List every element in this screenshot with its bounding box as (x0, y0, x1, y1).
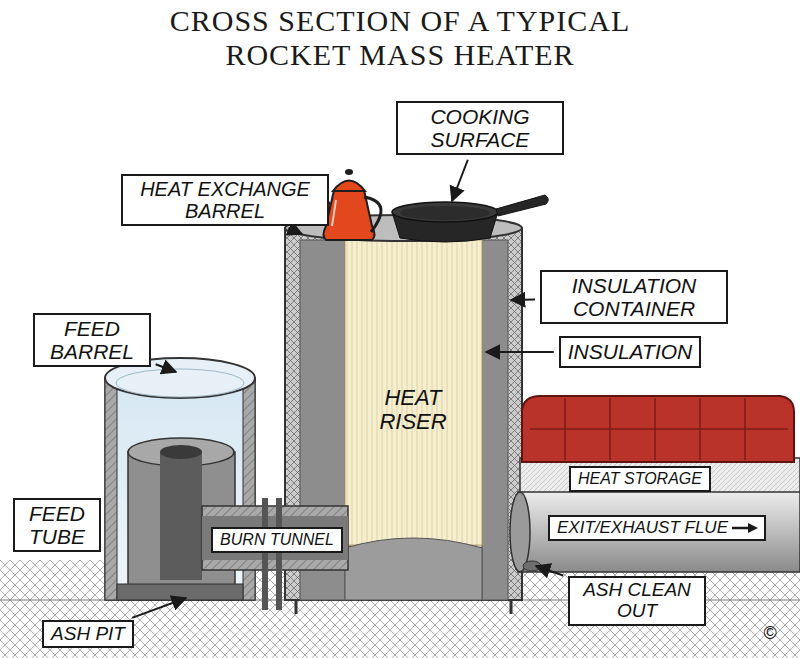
feed-tube-opening (160, 445, 202, 459)
flow-arrow-shaft (732, 527, 750, 530)
leader-arrow (156, 364, 176, 372)
copyright-mark: © (763, 624, 776, 644)
kettle-highlight (332, 200, 336, 226)
flow-arrow-head (748, 523, 758, 533)
skillet-pan (400, 206, 490, 220)
burn-tunnel-channel (202, 516, 348, 560)
kettle-handle (364, 197, 381, 232)
callout-box: HEAT STORAGE (569, 466, 711, 492)
callout-box: HEAT EXCHANGE BARREL (121, 174, 329, 226)
riser-wall (482, 240, 508, 600)
insulation-core (345, 240, 482, 545)
leader-arrow (452, 160, 468, 201)
callout-box: FEED TUBE (13, 498, 101, 552)
cushion (522, 396, 794, 462)
feed-tube-channel (160, 452, 202, 580)
callout-box: EXIT/EXHAUST FLUE (548, 515, 766, 542)
part-label: INSULATION CONTAINER (549, 274, 719, 320)
part-label: HEAT RISER (371, 386, 455, 434)
flow-arrow (732, 522, 758, 534)
barrel-leg (295, 600, 298, 614)
barrel-leg (510, 600, 513, 614)
ash-pit (117, 584, 243, 600)
skillet-rim (392, 202, 498, 222)
kettle-lid (333, 181, 365, 192)
part-label: HEAT EXCHANGE BARREL (130, 178, 320, 222)
support-post (276, 498, 282, 610)
part-label: ASH PIT (51, 624, 125, 645)
leader-arrow (132, 598, 186, 618)
part-label: INSULATION (568, 340, 692, 363)
callout-box: INSULATION (559, 336, 701, 367)
part-label: FEED BARREL (42, 317, 142, 363)
part-label: HEAT STORAGE (578, 470, 702, 488)
leader-arrow (486, 351, 554, 353)
callout-box: ASH PIT (42, 620, 134, 649)
callout-box: FEED BARREL (33, 313, 151, 367)
part-label: BURN TUNNEL (220, 531, 334, 549)
burn-chamber (345, 538, 482, 600)
leader-arrow (511, 298, 535, 301)
heat-storage-band (520, 458, 800, 494)
skillet-handle (496, 195, 548, 216)
flue-end (510, 492, 530, 572)
diagram-title: CROSS SECTION OF A TYPICAL ROCKET MASS H… (150, 4, 650, 72)
part-label: FEED TUBE (22, 502, 92, 548)
callout-box: ASH CLEAN OUT (568, 576, 706, 626)
part-label: ASH CLEAN OUT (577, 580, 697, 622)
kettle-knob (345, 169, 353, 175)
exhaust-flue-pipe (518, 492, 800, 572)
leader-arrow (536, 566, 563, 575)
burn-tunnel (202, 506, 348, 570)
callout-box: COOKING SURFACE (396, 101, 564, 155)
feed-barrel-wall (105, 378, 117, 600)
callout-box: BURN TUNNEL (211, 527, 343, 553)
leader-arrow (288, 228, 302, 234)
cushion-tufting (530, 398, 788, 460)
feed-barrel-inner-rim (116, 369, 244, 397)
part-label: EXIT/EXHAUST FLUE (557, 519, 728, 538)
support-post (262, 498, 268, 610)
part-label: COOKING SURFACE (405, 105, 555, 151)
callout-box: INSULATION CONTAINER (540, 270, 728, 324)
